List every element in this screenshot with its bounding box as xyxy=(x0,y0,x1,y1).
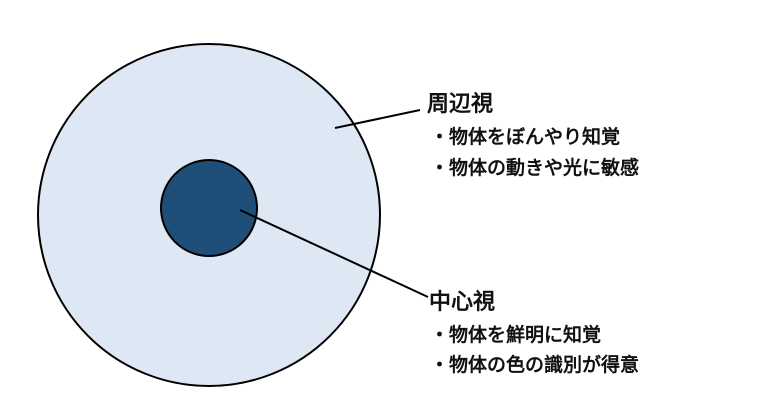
central-bullet-1: ・物体を鮮明に知覚 xyxy=(430,324,602,346)
central-callout-line xyxy=(239,209,429,298)
central-vision-circle xyxy=(160,159,258,257)
peripheral-callout-line xyxy=(334,109,421,129)
peripheral-bullet-2: ・物体の動きや光に敏感 xyxy=(430,157,640,179)
peripheral-bullet-1: ・物体をぼんやり知覚 xyxy=(430,126,621,148)
central-bullet-2: ・物体の色の識別が得意 xyxy=(430,354,640,376)
peripheral-vision-title: 周辺視 xyxy=(427,92,494,117)
central-vision-title: 中心視 xyxy=(429,290,496,315)
